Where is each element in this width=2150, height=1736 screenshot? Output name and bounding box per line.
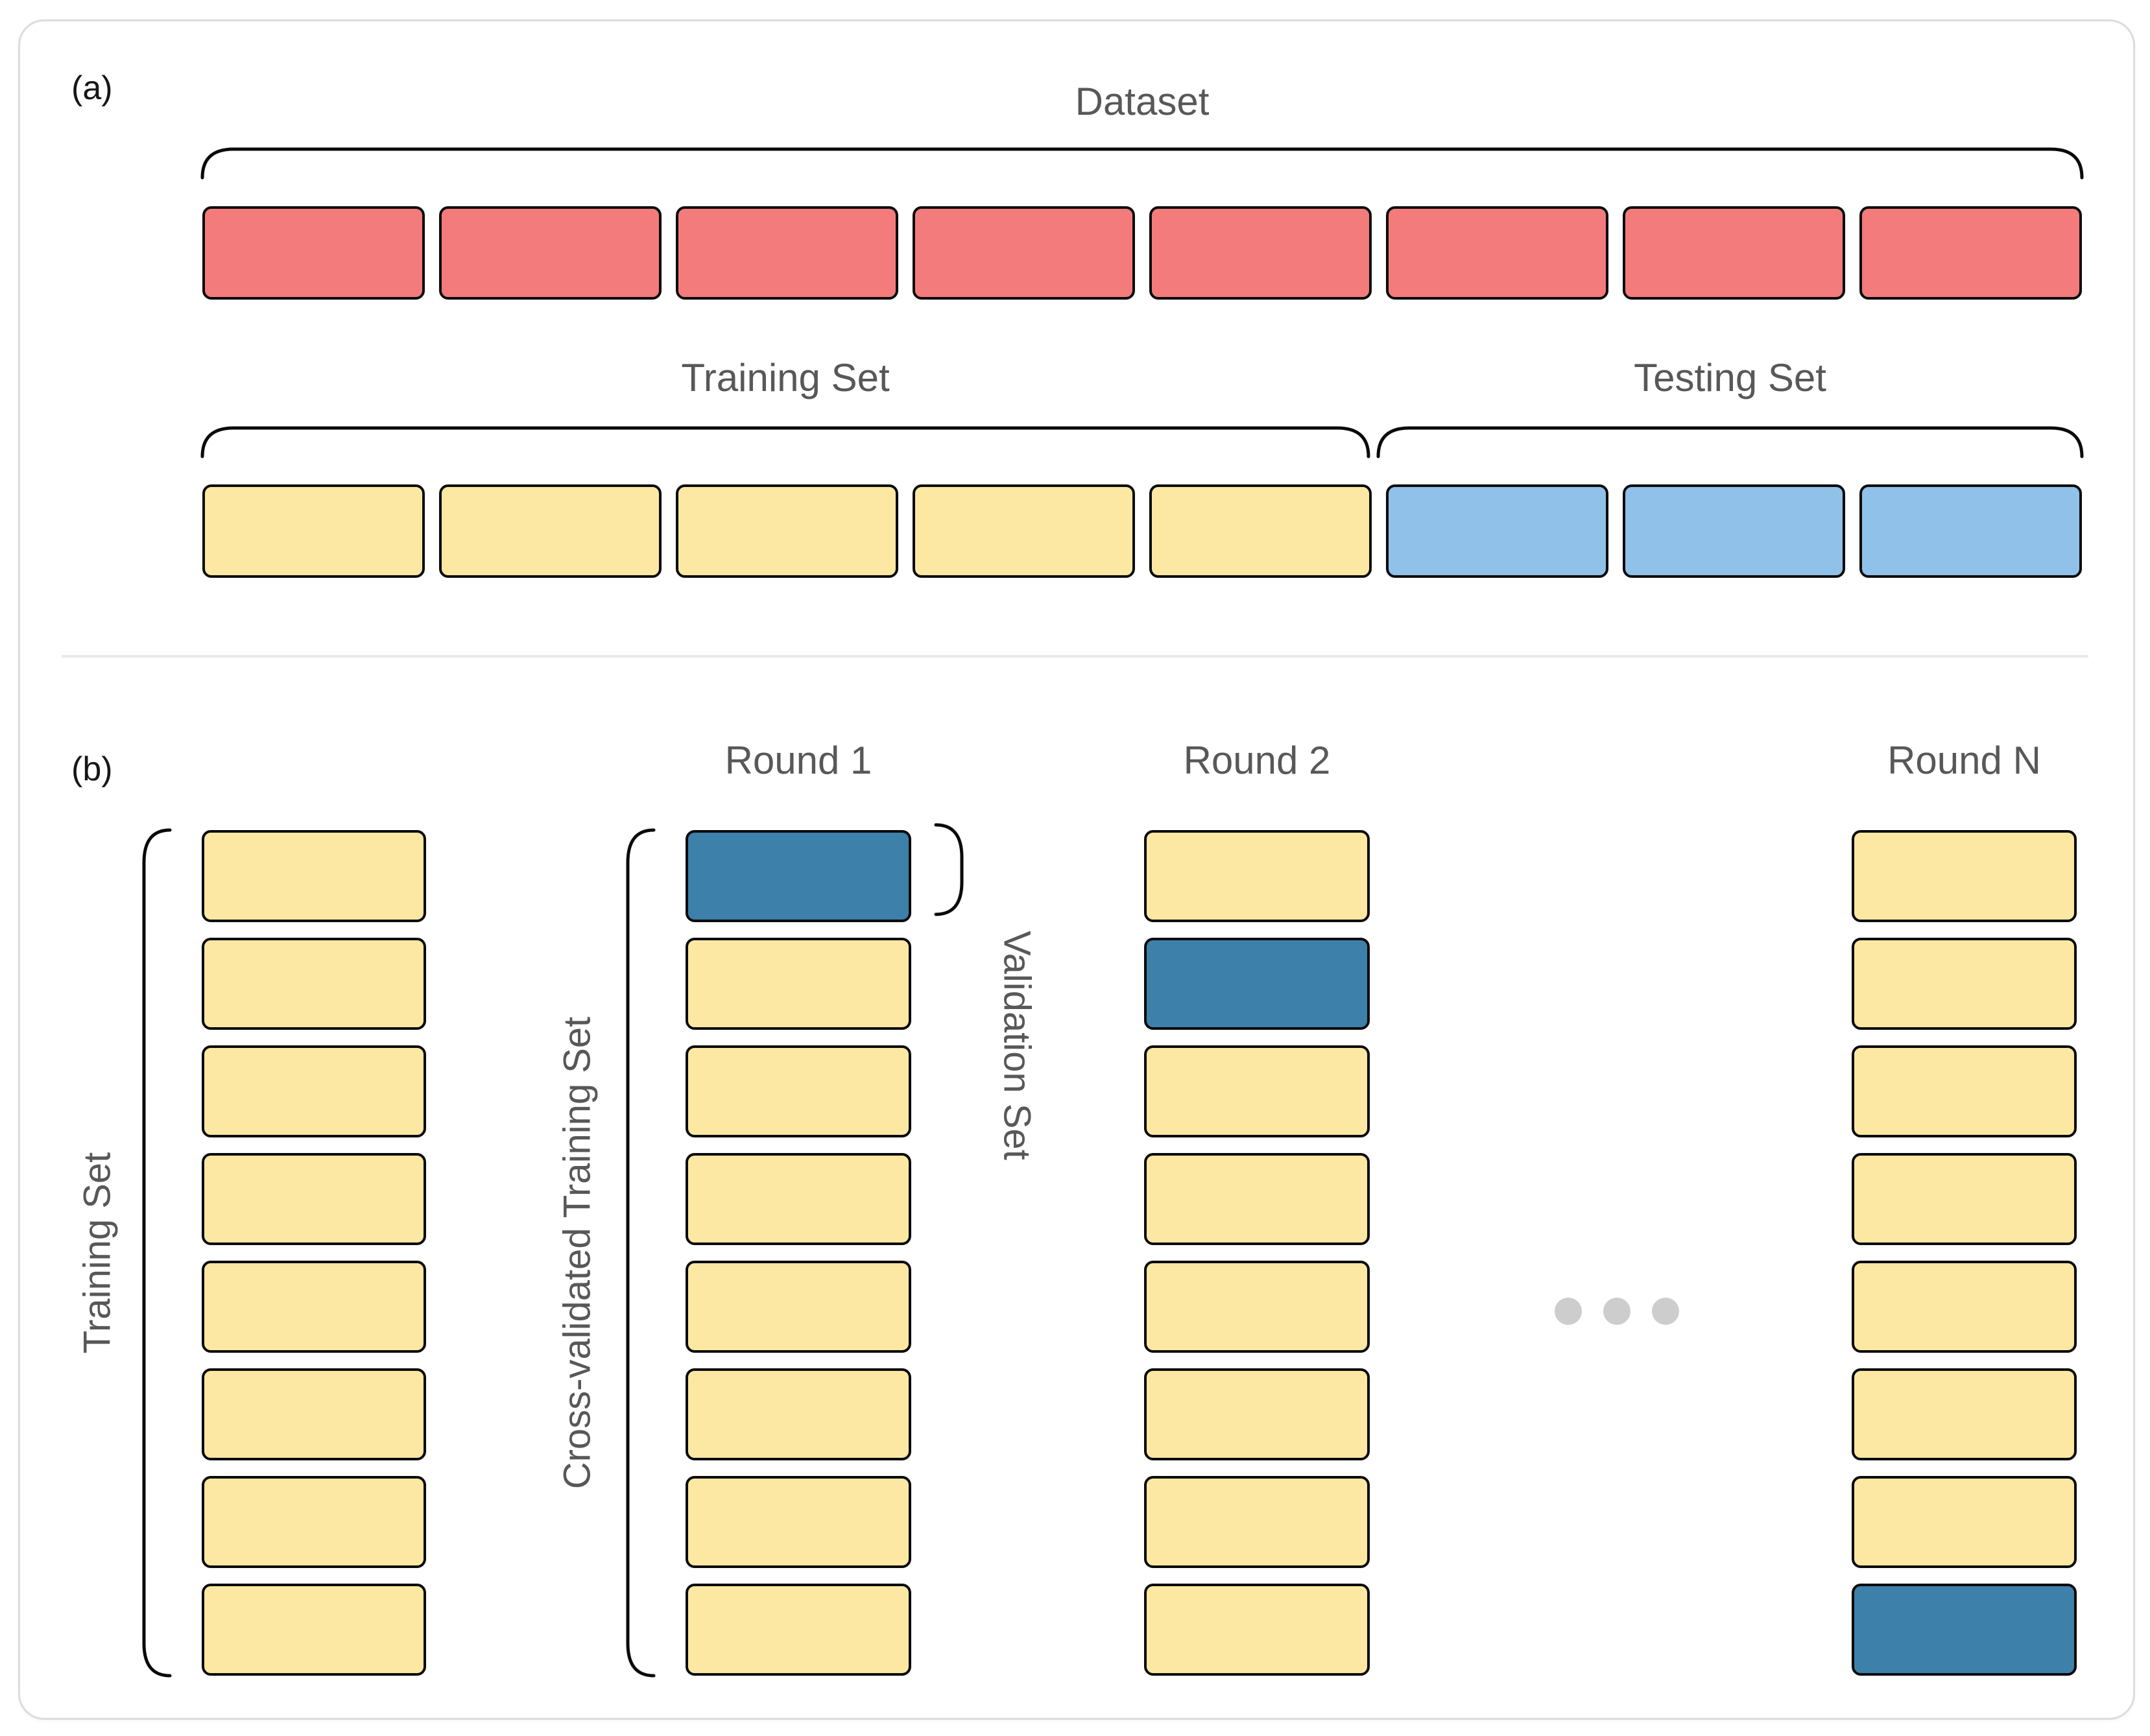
data-block-blue: [1623, 484, 1845, 578]
data-block-yellow: [202, 484, 425, 578]
data-block-yellow: [676, 484, 898, 578]
data-block-red: [1623, 206, 1845, 300]
data-block-yellow: [913, 484, 1135, 578]
data-block-validation: [1852, 1584, 2077, 1676]
ellipsis-dot: [1652, 1298, 1679, 1325]
data-block-yellow: [1144, 830, 1370, 922]
data-block-yellow: [439, 484, 662, 578]
cross-validated-training-set-vertical-label: Cross-validated Training Set: [556, 1016, 599, 1490]
data-block-yellow: [1852, 1476, 2077, 1568]
data-block-yellow: [202, 1045, 426, 1137]
data-block-yellow: [1852, 1045, 2077, 1137]
ellipsis-dot: [1555, 1298, 1582, 1325]
panel-a-label: (a): [71, 69, 113, 107]
data-block-yellow: [202, 1153, 426, 1245]
data-block-yellow: [202, 1476, 426, 1568]
data-block-yellow: [1144, 1045, 1370, 1137]
round-2-title: Round 2: [1183, 739, 1331, 782]
round-n-column: [1852, 830, 2077, 1676]
data-block-yellow: [1144, 1368, 1370, 1460]
data-block-yellow: [686, 1045, 911, 1137]
data-block-yellow: [686, 1261, 911, 1353]
round-n-title: Round N: [1887, 739, 2041, 782]
validation-set-vertical-label: Validation Set: [996, 931, 1038, 1160]
dataset-title: Dataset: [1075, 80, 1210, 123]
data-block-red: [1859, 206, 2082, 300]
data-block-yellow: [686, 1584, 911, 1676]
training-set-vertical-label: Training Set: [76, 1152, 119, 1354]
data-block-red: [913, 206, 1135, 300]
data-block-yellow: [686, 1368, 911, 1460]
data-block-yellow: [202, 1584, 426, 1676]
dots-horizontal-icon: [1555, 1298, 1679, 1325]
panel-divider: [62, 655, 2088, 658]
data-block-red: [1386, 206, 1608, 300]
data-block-red: [202, 206, 425, 300]
data-block-blue: [1859, 484, 2082, 578]
data-block-yellow: [1149, 484, 1372, 578]
dataset-row: [202, 206, 2082, 300]
data-block-red: [439, 206, 662, 300]
data-block-yellow: [1852, 830, 2077, 922]
data-block-validation: [1144, 938, 1370, 1030]
data-block-yellow: [202, 938, 426, 1030]
data-block-red: [1149, 206, 1372, 300]
data-block-yellow: [1852, 1261, 2077, 1353]
split-row: [202, 484, 2082, 578]
data-block-yellow: [1144, 1153, 1370, 1245]
round-1-title: Round 1: [724, 739, 872, 782]
data-block-yellow: [1852, 1368, 2077, 1460]
training-set-title: Training Set: [681, 356, 890, 399]
data-block-yellow: [1144, 1261, 1370, 1353]
ellipsis-dot: [1603, 1298, 1630, 1325]
data-block-yellow: [1852, 938, 2077, 1030]
round-2-column: [1144, 830, 1370, 1676]
data-block-yellow: [686, 1476, 911, 1568]
testing-set-title: Testing Set: [1634, 356, 1826, 399]
round-1-column: [686, 830, 911, 1676]
data-block-yellow: [1852, 1153, 2077, 1245]
training-set-column: [202, 830, 426, 1676]
data-block-yellow: [1144, 1476, 1370, 1568]
data-block-red: [676, 206, 898, 300]
data-block-yellow: [202, 1261, 426, 1353]
data-block-yellow: [1144, 1584, 1370, 1676]
data-block-yellow: [202, 830, 426, 922]
data-block-yellow: [686, 1153, 911, 1245]
panel-b-label: (b): [71, 750, 113, 788]
data-block-validation: [686, 830, 911, 922]
data-block-yellow: [202, 1368, 426, 1460]
data-block-yellow: [686, 938, 911, 1030]
data-block-blue: [1386, 484, 1608, 578]
